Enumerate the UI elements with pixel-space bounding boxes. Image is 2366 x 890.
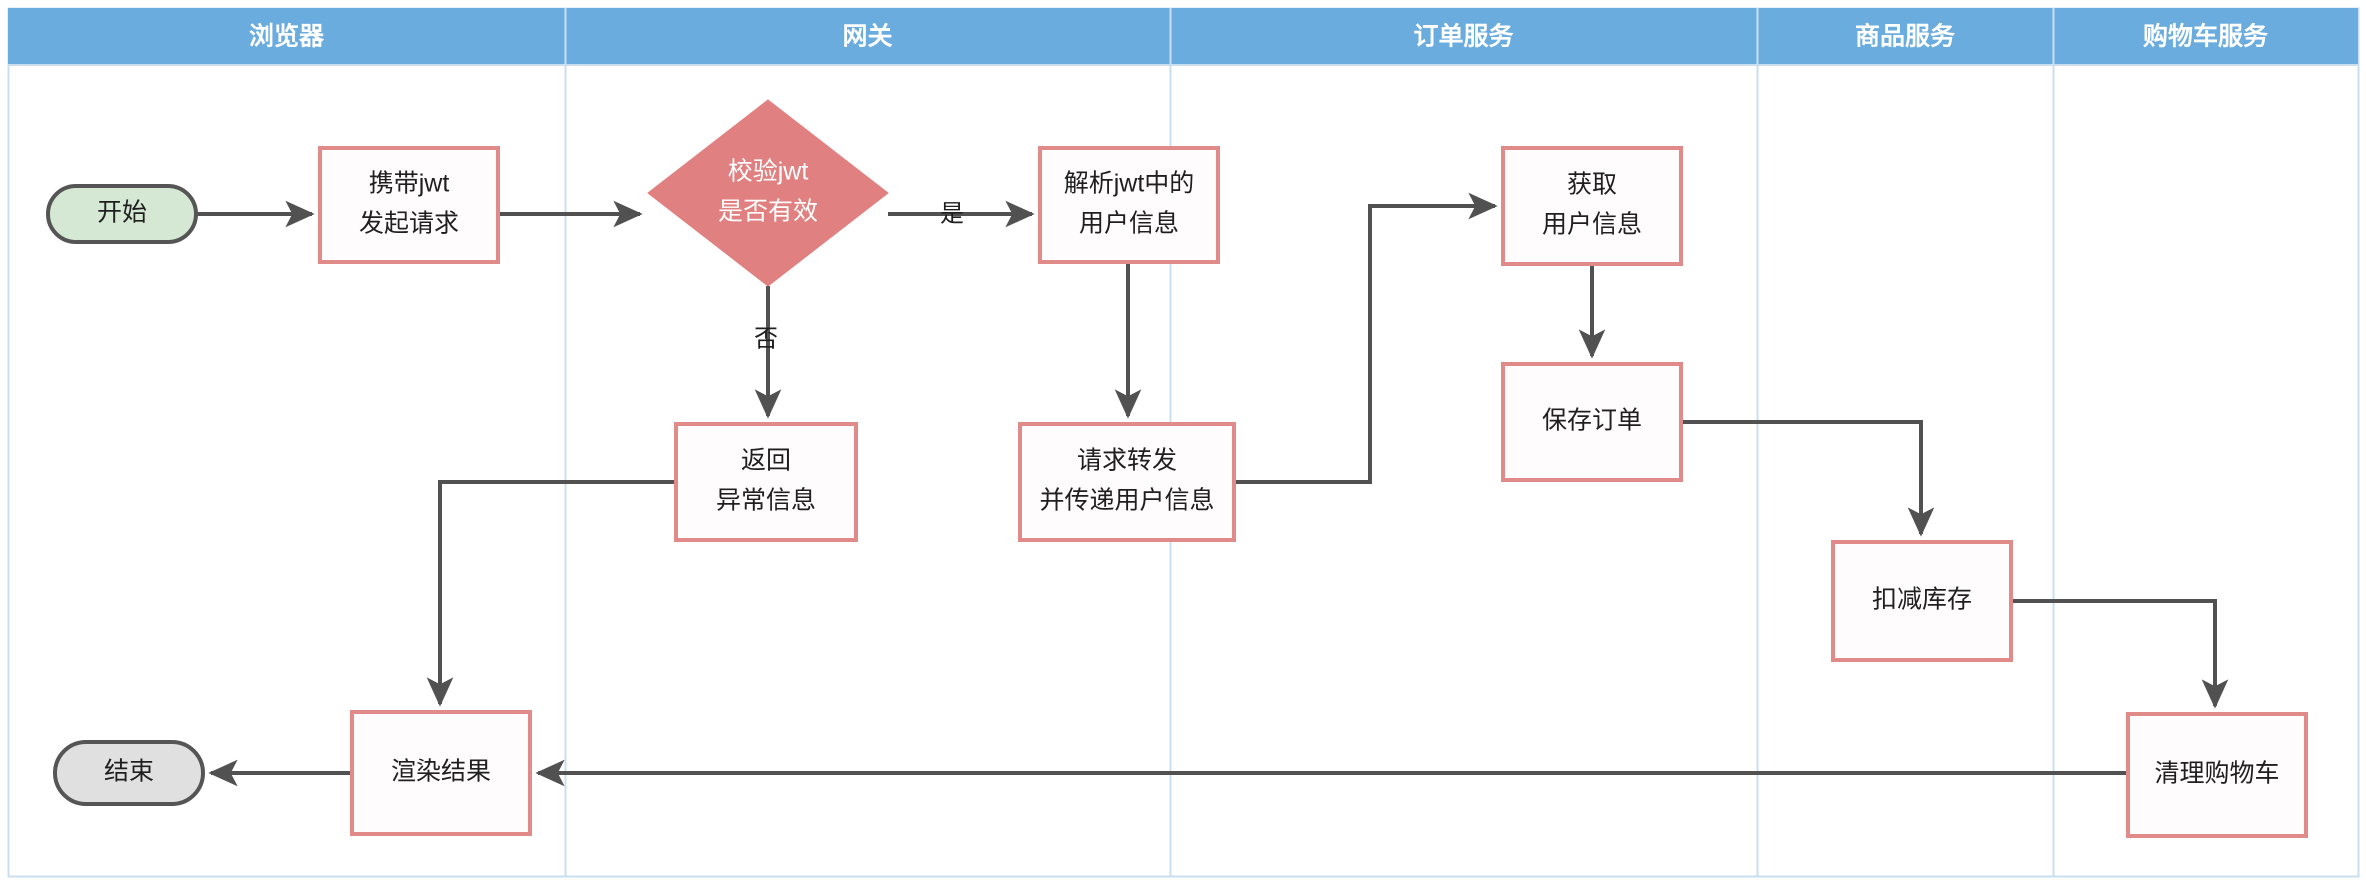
node-label-line: 解析jwt中的 [1064,170,1195,198]
terminator-shape [53,740,205,806]
edge-label-label-no: 否 [754,325,778,352]
process-shape [1831,540,2013,662]
node-label-line: 是否有效 [718,198,818,226]
node-label-line: 返回 [741,447,791,475]
process-shape [1501,362,1683,482]
node-label-line: 携带jwt [369,170,450,198]
swimlane-lane-product: 商品服务 [1756,8,2053,876]
process-shape [2126,712,2308,838]
process-shape [1018,422,1236,542]
node-label-line: 校验jwt [728,158,809,186]
swimlane-lane-order: 订单服务 [1169,8,1757,876]
lane-header-label: 购物车服务 [2143,22,2268,51]
process-shape [318,146,500,264]
edges-group [196,192,2229,787]
lane-header-lane-order [1170,8,1757,64]
node-end[interactable]: 结束 [53,740,205,806]
node-label-line: 清理购物车 [2154,760,2279,788]
node-label-line: 保存订单 [1542,407,1642,435]
node-label-line: 并传递用户信息 [1039,487,1214,515]
node-label-line: 用户信息 [1542,211,1642,239]
process-shape [1501,146,1683,266]
terminator-shape [46,184,198,244]
swimlane-lane-cart: 购物车服务 [2052,8,2358,876]
edge-e-forward-getuser [1234,192,1498,484]
lane-header-label: 商品服务 [1855,22,1955,51]
lane-header-label: 订单服务 [1413,23,1513,51]
node-label-line: 开始 [97,199,147,227]
swimlane-lane-gateway: 网关 [564,8,1170,876]
node-save-order[interactable]: 保存订单 [1501,362,1683,482]
node-label-line: 发起请求 [359,210,459,238]
node-label-line: 结束 [104,758,154,786]
node-label-line: 用户信息 [1079,210,1179,238]
lane-header-lane-product [1757,8,2053,64]
node-label-line: 渲染结果 [391,758,491,786]
nodes-group: 开始携带jwt发起请求校验jwt是否有效解析jwt中的用户信息返回异常信息请求转… [46,99,2308,838]
swimlane-lane-browser: 浏览器 [8,8,565,64]
node-send-request[interactable]: 携带jwt 发起请求 [318,146,500,264]
node-render[interactable]: 渲染结果 [350,710,532,836]
node-verify-jwt[interactable]: 校验jwt 是否有效 [647,99,889,287]
lane-header-label: 浏览器 [249,23,325,51]
lane-header-lane-browser [8,8,565,64]
edge-labels-group: 是否 [754,200,964,352]
lane-header-lane-cart [2053,8,2358,64]
node-label-line: 扣减库存 [1872,586,1972,614]
process-shape [1038,146,1220,264]
node-label-line: 获取 [1567,171,1617,199]
node-clear-cart[interactable]: 清理购物车 [2126,712,2308,838]
node-label-line: 请求转发 [1077,447,1177,475]
node-deduct-stock[interactable]: 扣减库存 [1831,540,2013,662]
lane-header-lane-gateway [565,8,1170,64]
process-shape [674,422,858,542]
decision-shape [647,99,889,287]
node-label-line: 异常信息 [716,487,816,515]
node-start[interactable]: 开始 [46,184,198,244]
edge-label-label-yes: 是 [940,200,964,227]
lane-header-label: 网关 [842,23,892,51]
edge-e-saveorder-stock [1681,420,1935,537]
edge-e-return-render [426,480,676,707]
edge-e-stock-cart [2011,599,2229,709]
process-shape [350,710,532,836]
